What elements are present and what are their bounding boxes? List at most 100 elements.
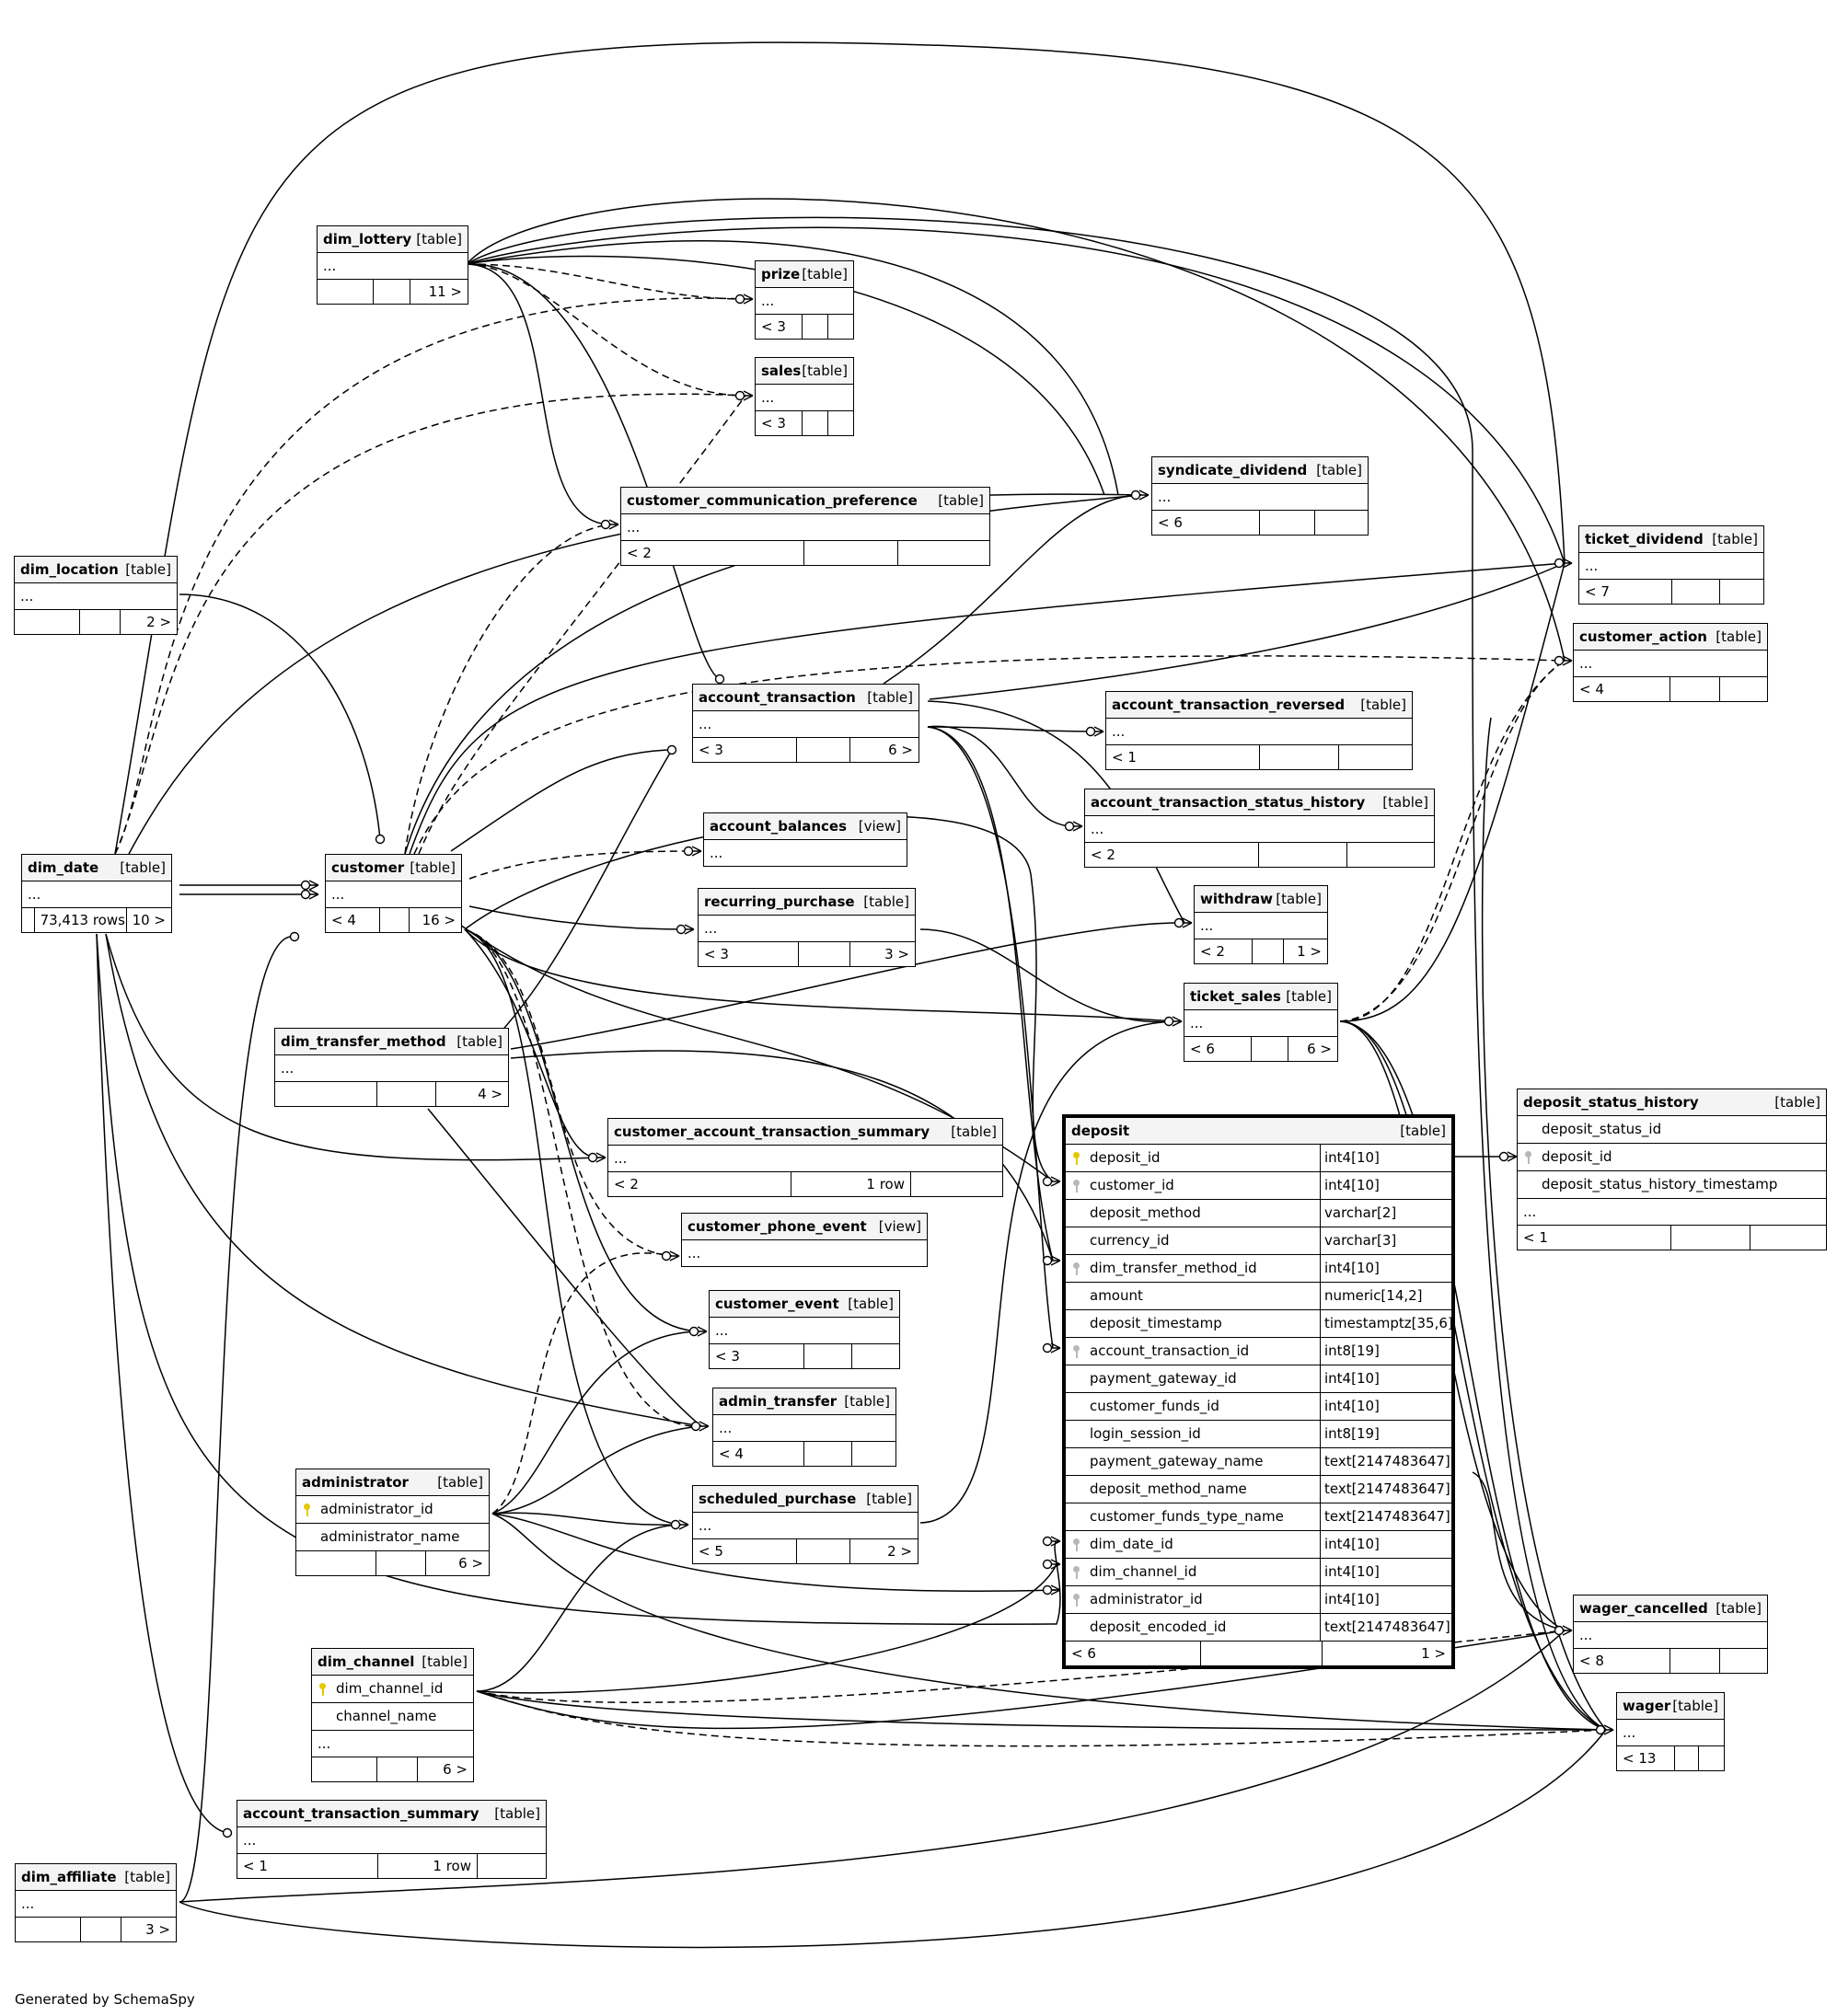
children-count[interactable]: 4 > [435, 1082, 508, 1106]
parents-count[interactable] [15, 610, 79, 634]
table-account_transaction_summary[interactable]: account_transaction_summary[table] ... <… [237, 1800, 547, 1879]
children-count[interactable]: 1 > [1283, 939, 1327, 963]
parents-count[interactable]: < 3 [699, 742, 723, 758]
parents-count[interactable]: < 1 [243, 1858, 268, 1874]
children-count[interactable] [897, 541, 989, 565]
table-account_transaction_reversed[interactable]: account_transaction_reversed[table] ... … [1105, 691, 1413, 770]
table-ticket_dividend[interactable]: ticket_dividend[table] ... < 7 [1578, 525, 1764, 605]
parents-count[interactable]: < 6 [1190, 1041, 1215, 1057]
children-count[interactable] [1698, 1746, 1724, 1770]
children-count[interactable] [1750, 1226, 1826, 1250]
table-wager_cancelled[interactable]: wager_cancelled[table] ... < 8 [1573, 1595, 1768, 1674]
parents-count[interactable]: < 3 [715, 1348, 740, 1365]
parents-count[interactable]: < 4 [719, 1446, 744, 1462]
children-count[interactable]: 3 > [121, 1918, 176, 1941]
table-wager[interactable]: wager[table] ... < 13 [1616, 1692, 1725, 1771]
table-dim_channel[interactable]: dim_channel[table] dim_channel_id channe… [311, 1648, 474, 1782]
parents-count[interactable] [275, 1082, 376, 1106]
parents-count[interactable]: < 6 [1071, 1645, 1096, 1662]
parents-count[interactable]: < 2 [1091, 847, 1115, 863]
children-count[interactable]: 2 > [120, 610, 177, 634]
parents-count[interactable]: < 8 [1579, 1653, 1604, 1669]
children-count[interactable]: 6 > [417, 1757, 473, 1781]
children-count[interactable] [1346, 843, 1434, 867]
table-dim_transfer_method[interactable]: dim_transfer_method[table] ... 4 > [274, 1028, 509, 1107]
children-count[interactable]: 11 > [410, 280, 468, 304]
parents-count[interactable]: < 2 [614, 1176, 639, 1192]
parents-count[interactable] [16, 1918, 80, 1941]
table-kind: [table] [422, 1653, 468, 1670]
parents-count[interactable]: < 13 [1623, 1750, 1657, 1767]
children-count[interactable]: 2 > [849, 1539, 918, 1563]
children-count[interactable]: 6 > [425, 1551, 489, 1575]
table-customer_phone_event[interactable]: customer_phone_event[view] ... [681, 1213, 928, 1267]
parents-count[interactable]: < 1 [1523, 1229, 1548, 1246]
table-dim_lottery[interactable]: dim_lottery[table] ... 11 > [317, 225, 468, 305]
table-admin_transfer[interactable]: admin_transfer[table] ... < 4 [712, 1388, 896, 1467]
table-dim_location[interactable]: dim_location[table] ... 2 > [14, 556, 178, 635]
parents-count[interactable]: < 6 [1158, 514, 1183, 531]
parents-count[interactable]: < 3 [761, 415, 786, 432]
table-name: wager_cancelled [1579, 1600, 1708, 1617]
table-customer_account_transaction_summary[interactable]: customer_account_transaction_summary[tab… [607, 1118, 1003, 1197]
parents-count[interactable] [296, 1551, 375, 1575]
table-sales[interactable]: sales[table] ... < 3 [755, 357, 854, 436]
columns-collapsed: ... [756, 385, 853, 411]
children-count[interactable] [1314, 511, 1368, 535]
relationship-line [466, 263, 612, 525]
children-count[interactable] [827, 315, 853, 339]
parents-count[interactable] [318, 280, 373, 304]
children-count[interactable]: 10 > [125, 908, 171, 932]
table-customer_event[interactable]: customer_event[table] ... < 3 [709, 1290, 900, 1369]
table-customer_communication_preference[interactable]: customer_communication_preference[table]… [620, 487, 990, 566]
parents-count[interactable]: < 4 [1579, 681, 1604, 697]
children-count[interactable] [851, 1442, 895, 1466]
children-count[interactable] [1719, 677, 1767, 701]
parents-count[interactable]: < 7 [1585, 583, 1610, 600]
children-count[interactable] [851, 1344, 899, 1368]
children-count[interactable] [827, 411, 853, 435]
table-syndicate_dividend[interactable]: syndicate_dividend[table] ... < 6 [1151, 456, 1369, 536]
table-name: dim_transfer_method [281, 1033, 446, 1050]
columns-collapsed: ... [1085, 816, 1434, 843]
children-count[interactable]: 16 > [409, 908, 461, 932]
children-count[interactable]: 6 > [849, 738, 918, 762]
parents-count[interactable]: < 1 [1112, 749, 1137, 766]
table-administrator[interactable]: administrator[table] administrator_id ad… [295, 1469, 490, 1576]
parents-count[interactable]: < 2 [627, 545, 652, 561]
parents-count[interactable] [312, 1757, 376, 1781]
table-customer_action[interactable]: customer_action[table] ... < 4 [1573, 623, 1768, 702]
children-count[interactable] [1719, 1649, 1767, 1673]
children-count[interactable]: 1 > [1322, 1642, 1451, 1665]
children-count[interactable] [477, 1854, 546, 1878]
parents-count[interactable]: < 4 [331, 912, 356, 928]
children-count[interactable] [1719, 580, 1763, 604]
row-count [798, 942, 849, 966]
table-deposit_status_history[interactable]: deposit_status_history[table] deposit_st… [1517, 1089, 1827, 1250]
table-dim_affiliate[interactable]: dim_affiliate[table] ... 3 > [15, 1863, 177, 1942]
relationship-line [510, 1050, 1054, 1261]
table-account_transaction_status_history[interactable]: account_transaction_status_history[table… [1084, 789, 1435, 868]
table-name: customer_action [1579, 628, 1707, 645]
table-name: dim_location [20, 561, 119, 578]
parents-count[interactable]: < 3 [704, 946, 729, 962]
parents-count[interactable]: < 3 [761, 318, 786, 335]
children-count[interactable]: 6 > [1288, 1037, 1337, 1061]
children-count[interactable] [1338, 745, 1412, 769]
children-count[interactable]: 3 > [849, 942, 915, 966]
parents-count[interactable]: < 2 [1200, 943, 1225, 960]
table-account_balances[interactable]: account_balances[view] ... [703, 812, 907, 867]
parents-count[interactable] [22, 908, 34, 932]
children-count[interactable] [910, 1172, 1002, 1196]
table-prize[interactable]: prize[table] ... < 3 [755, 260, 854, 340]
parents-count[interactable]: < 5 [699, 1543, 723, 1560]
table-kind: [table] [938, 492, 984, 509]
